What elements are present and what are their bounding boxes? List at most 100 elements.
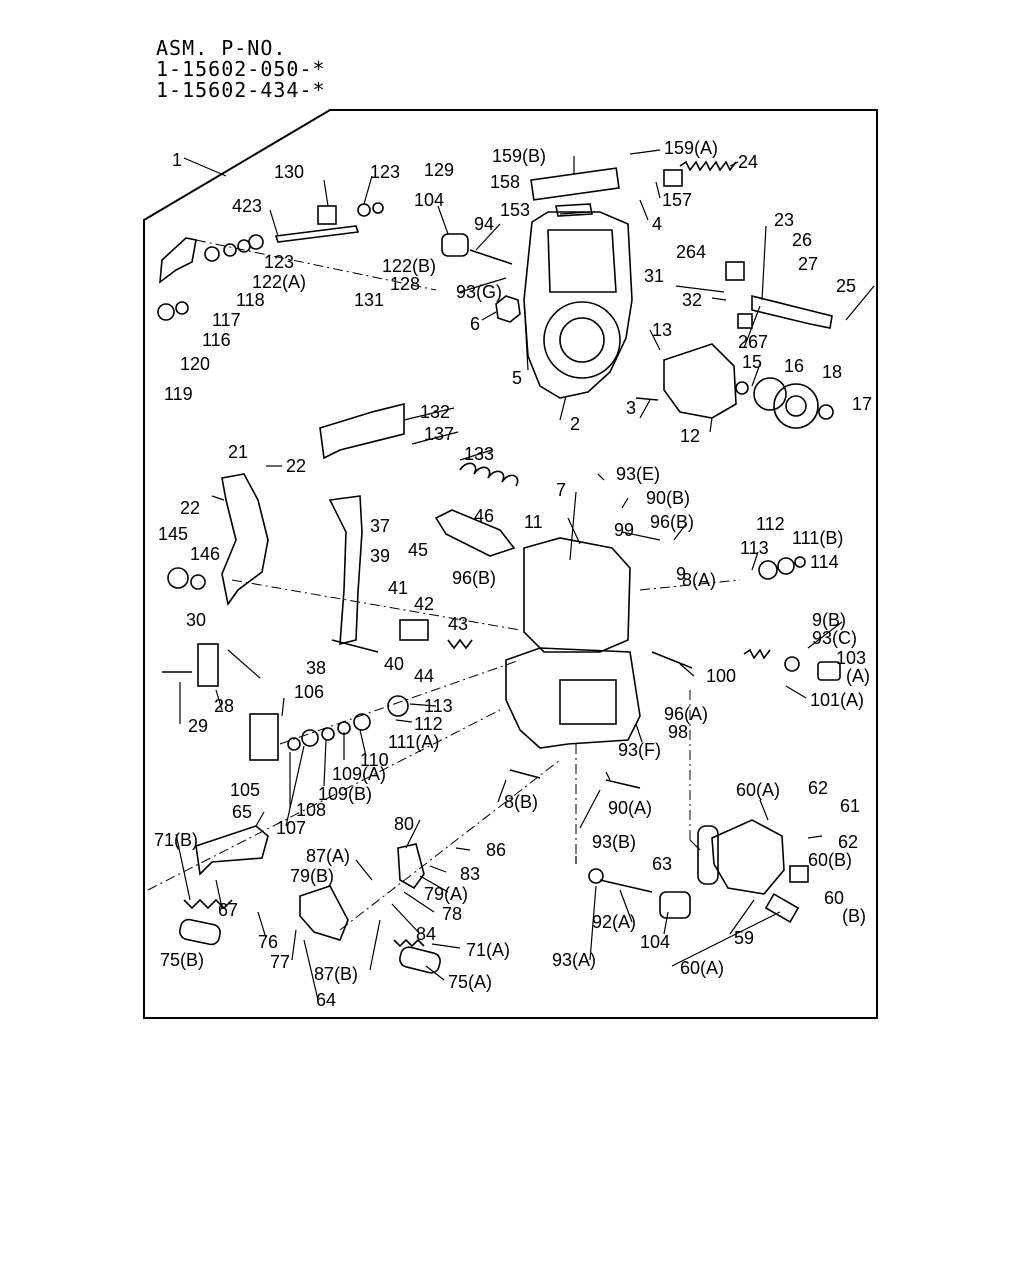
callout-60: 60 xyxy=(824,888,844,908)
spring-133 xyxy=(459,462,519,487)
callout-157: 157 xyxy=(662,190,692,210)
callout-93c: 93(C) xyxy=(812,628,857,648)
screw-94 xyxy=(469,249,513,265)
callout-60-b: (B) xyxy=(842,906,866,926)
callout-18: 18 xyxy=(822,362,842,382)
callout-113: 113 xyxy=(740,538,769,558)
callout-117: 117 xyxy=(212,310,241,330)
cover-plate-158 xyxy=(530,167,620,201)
callout-92a: 92(A) xyxy=(592,912,636,932)
rod-100 xyxy=(651,651,693,669)
callout-145: 145 xyxy=(158,524,188,544)
callout-118: 118 xyxy=(236,290,265,310)
callout-67: 67 xyxy=(218,900,238,920)
pump-head-59 xyxy=(711,819,785,895)
block-105 xyxy=(249,713,279,761)
callout-80: 80 xyxy=(394,814,414,834)
pin-75b xyxy=(179,918,221,946)
callout-75b: 75(B) xyxy=(160,950,204,970)
lever-64 xyxy=(299,885,349,941)
callout-8a: 8(A) xyxy=(682,570,716,590)
assembly-label: ASM. P-NO. xyxy=(156,36,287,60)
callout-75a: 75(A) xyxy=(448,972,492,992)
callout-129: 129 xyxy=(424,160,454,180)
callout-42: 42 xyxy=(414,594,434,614)
lever-45 xyxy=(434,509,516,557)
washer-93c xyxy=(784,656,800,672)
callout-77: 77 xyxy=(270,952,290,972)
diagram-frame xyxy=(143,109,878,1019)
screw-3 xyxy=(635,397,659,401)
spring-71a xyxy=(393,938,425,948)
callout-43: 43 xyxy=(448,614,468,634)
callout-27: 27 xyxy=(798,254,818,274)
lever-shaft-423 xyxy=(274,225,360,243)
callout-90b: 90(B) xyxy=(646,488,690,508)
callout-6: 6 xyxy=(470,314,480,334)
block-264 xyxy=(725,261,745,281)
callout-101a: 101(A) xyxy=(810,690,864,710)
sleeve-16 xyxy=(753,377,787,411)
washer-17 xyxy=(818,404,834,420)
washer-15 xyxy=(735,381,749,395)
callout-2: 2 xyxy=(570,414,580,434)
callout-28: 28 xyxy=(214,696,234,716)
callout-12: 12 xyxy=(680,426,700,446)
bolt-60a-lower xyxy=(764,892,800,924)
bolt-157 xyxy=(663,169,683,187)
callout-153: 153 xyxy=(500,200,530,220)
bolt-92a xyxy=(599,879,653,893)
governor-housing xyxy=(523,211,633,399)
spring-44 xyxy=(447,638,473,650)
callout-79a: 79(A) xyxy=(424,884,468,904)
callout-96b: 96(B) xyxy=(650,512,694,532)
callout-106: 106 xyxy=(294,682,324,702)
callout-119: 119 xyxy=(164,384,193,404)
callout-8b: 8(B) xyxy=(504,792,538,812)
callout-123b: 123 xyxy=(264,252,294,272)
callout-46: 46 xyxy=(474,506,494,526)
callout-132: 132 xyxy=(420,402,450,422)
callout-32: 32 xyxy=(682,290,702,310)
callout-133: 133 xyxy=(464,444,494,464)
callout-120: 120 xyxy=(180,354,210,374)
bracket-132 xyxy=(319,402,405,460)
callout-71b: 71(B) xyxy=(154,830,198,850)
callout-21: 21 xyxy=(228,442,248,462)
callout-108: 108 xyxy=(296,800,326,820)
callout-23: 23 xyxy=(774,210,794,230)
callout-26: 26 xyxy=(792,230,812,250)
sleeve-104-lower xyxy=(659,891,691,919)
spring-117 xyxy=(204,246,220,262)
housing-bore xyxy=(543,301,621,379)
callout-7: 7 xyxy=(556,480,566,500)
bracket-116 xyxy=(159,237,197,284)
callout-98: 98 xyxy=(668,722,688,742)
callout-86: 86 xyxy=(486,840,506,860)
housing-cover-plate xyxy=(547,229,617,293)
bolt-40 xyxy=(331,639,379,653)
callout-13: 13 xyxy=(652,320,672,340)
callout-112: 112 xyxy=(756,514,785,534)
callout-264: 264 xyxy=(676,242,706,262)
callout-1: 1 xyxy=(172,150,182,170)
callout-38: 38 xyxy=(306,658,326,678)
callout-76: 76 xyxy=(258,932,278,952)
lever-21 xyxy=(221,473,269,606)
callout-423: 423 xyxy=(232,196,262,216)
callout-116: 116 xyxy=(202,330,231,350)
callout-90a: 90(A) xyxy=(608,798,652,818)
callout-158: 158 xyxy=(490,172,520,192)
callout-93a: 93(A) xyxy=(552,950,596,970)
washer-146 xyxy=(190,574,206,590)
lever-37 xyxy=(328,495,363,646)
callout-110: 110 xyxy=(360,750,389,770)
callout-22a: 22 xyxy=(286,456,306,476)
callout-93e: 93(E) xyxy=(616,464,660,484)
callout-11: 11 xyxy=(524,512,543,532)
callout-60a-lower: 60(A) xyxy=(680,958,724,978)
callout-130: 130 xyxy=(274,162,304,182)
gear-18-hub xyxy=(785,395,807,417)
callout-84: 84 xyxy=(416,924,436,944)
nut-6 xyxy=(495,295,521,323)
